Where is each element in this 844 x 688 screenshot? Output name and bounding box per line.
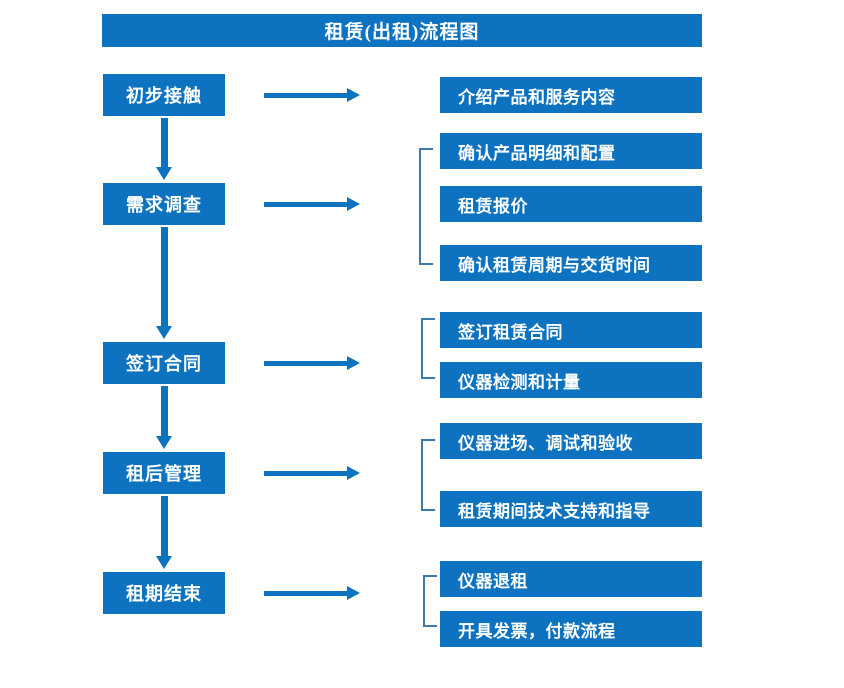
detail-box-instrument-inspection-and-metering[interactable]: 仪器检测和计量 (440, 362, 702, 398)
horizontal-arrow-post-rental-management (264, 466, 360, 480)
vertical-arrow-sign-contract-to-post-rental-management (156, 386, 172, 449)
detail-box-confirm-product-details-and-config[interactable]: 确认产品明细和配置 (440, 133, 702, 169)
vertical-arrow-requirement-survey-to-sign-contract (156, 227, 172, 339)
page-title: 租赁(出租)流程图 (102, 14, 702, 47)
horizontal-arrow-lease-end (264, 586, 360, 600)
detail-box-introduce-products-and-services[interactable]: 介绍产品和服务内容 (440, 77, 702, 113)
vertical-arrow-initial-contact-to-requirement-survey (156, 118, 172, 180)
detail-box-instrument-entry-commissioning-acceptance[interactable]: 仪器进场、调试和验收 (440, 423, 702, 459)
detail-box-confirm-rental-period-and-delivery[interactable]: 确认租赁周期与交货时间 (440, 245, 702, 281)
detail-box-sign-rental-contract[interactable]: 签订租赁合同 (440, 312, 702, 348)
detail-box-instrument-return[interactable]: 仪器退租 (440, 561, 702, 597)
group-bracket-requirement-survey (419, 148, 433, 265)
stage-box-initial-contact[interactable]: 初步接触 (103, 74, 225, 116)
detail-box-technical-support-during-rental[interactable]: 租赁期间技术支持和指导 (440, 491, 702, 527)
stage-box-lease-end[interactable]: 租期结束 (103, 572, 225, 614)
horizontal-arrow-initial-contact (264, 88, 360, 102)
group-bracket-sign-contract (421, 318, 435, 379)
group-bracket-post-rental-management (421, 439, 435, 511)
stage-box-requirement-survey[interactable]: 需求调查 (103, 183, 225, 225)
vertical-arrow-post-rental-management-to-lease-end (156, 496, 172, 569)
detail-box-rental-quotation[interactable]: 租赁报价 (440, 186, 702, 222)
horizontal-arrow-sign-contract (264, 356, 360, 370)
stage-box-sign-contract[interactable]: 签订合同 (103, 342, 225, 384)
group-bracket-lease-end (423, 575, 437, 627)
detail-box-invoice-and-payment-process[interactable]: 开具发票，付款流程 (440, 611, 702, 647)
horizontal-arrow-requirement-survey (264, 197, 360, 211)
stage-box-post-rental-management[interactable]: 租后管理 (103, 452, 225, 494)
